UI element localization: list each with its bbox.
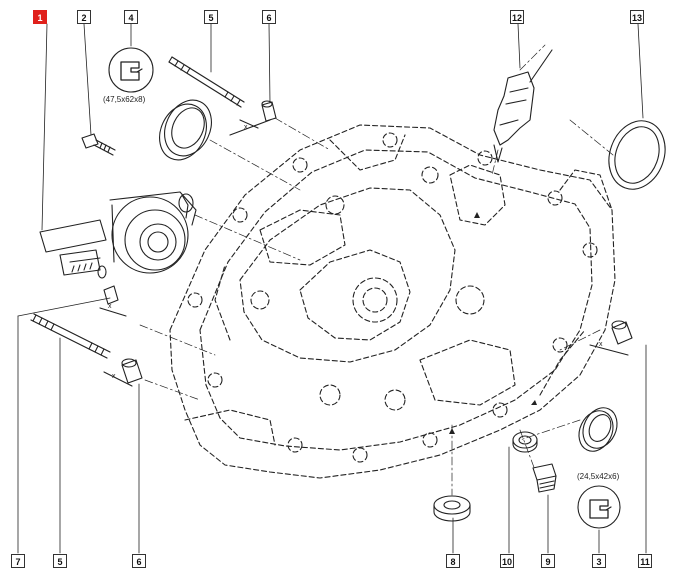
callout-9[interactable]: 9 (541, 554, 555, 568)
callout-11[interactable]: 11 (638, 554, 652, 568)
seal-profile-icon-upper (108, 47, 154, 93)
clip-part-7 (99, 285, 127, 317)
callout-4[interactable]: 4 (124, 10, 138, 24)
oil-seal-part-4 (159, 99, 212, 161)
callout-13[interactable]: 13 (630, 10, 645, 24)
callout-3[interactable]: 3 (592, 554, 606, 568)
slave-cylinder-part-1 (39, 191, 197, 279)
callout-6-top[interactable]: 6 (262, 10, 276, 24)
axis-mark-right: x (599, 341, 603, 348)
seal-dimension-lower: (24,5x42x6) (577, 472, 620, 481)
callout-5-top[interactable]: 5 (204, 10, 218, 24)
callout-5-bottom[interactable]: 5 (53, 554, 67, 568)
ring-part-13 (608, 120, 666, 190)
gearbox-housing (169, 124, 616, 479)
seal-profile-icon-lower (577, 485, 621, 529)
washer-part-10 (512, 431, 538, 453)
leader-lines (17, 23, 647, 554)
callout-1[interactable]: 1 (33, 10, 47, 24)
callout-2[interactable]: 2 (77, 10, 91, 24)
assembly-axes (139, 44, 614, 496)
axis-mark-top: x (244, 124, 248, 131)
bolt-part-2 (81, 133, 116, 156)
callout-6-bottom[interactable]: 6 (132, 554, 146, 568)
callout-10[interactable]: 10 (500, 554, 515, 568)
bracket-part-12 (493, 49, 553, 163)
axis-mark-bottom: x (112, 373, 116, 380)
dowel-part-11 (589, 320, 633, 356)
plug-part-9 (532, 463, 557, 493)
seal-part-3 (578, 407, 618, 452)
stud-part-5-bottom (30, 313, 111, 359)
stud-part-5-top (168, 56, 245, 108)
axis-mark-clip: x (108, 303, 112, 310)
dowel-part-6-bottom (103, 358, 143, 387)
callout-12[interactable]: 12 (510, 10, 525, 24)
seal-dimension-upper: (47,5x62x8) (103, 95, 146, 104)
dowel-part-6-top (229, 100, 277, 136)
callout-8[interactable]: 8 (446, 554, 460, 568)
arrow-markers (449, 212, 537, 434)
callout-7[interactable]: 7 (11, 554, 25, 568)
spacer-part-8 (433, 495, 471, 522)
